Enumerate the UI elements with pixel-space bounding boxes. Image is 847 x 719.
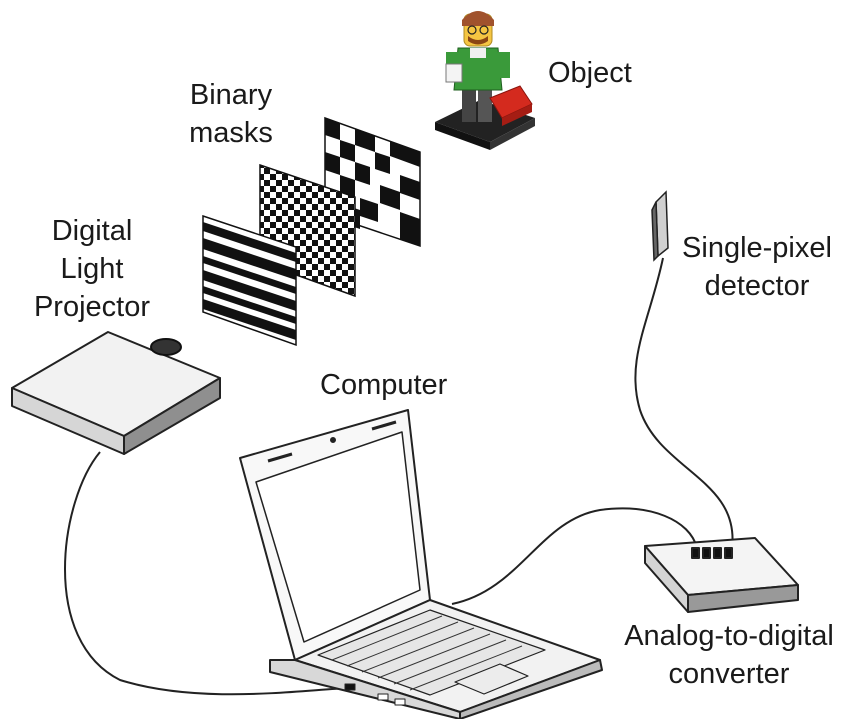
adc-line-1: Analog-to-digital: [624, 620, 834, 652]
analog-to-digital-converter: [644, 537, 799, 613]
projector-line-3: Projector: [33, 291, 151, 323]
detector-adc-cable: [634, 257, 734, 549]
adc-label: Analog-to-digital converter: [616, 617, 842, 693]
computer-label: Computer: [320, 369, 448, 401]
detector-label: Single-pixel detector: [672, 229, 842, 305]
binary-masks-label: Binary masks: [176, 76, 286, 152]
projector-line-2: Light: [60, 253, 124, 285]
binary-masks-line-1: Binary: [189, 79, 273, 111]
projector-cable: [64, 451, 351, 696]
projector-line-1: Digital: [51, 215, 133, 247]
single-pixel-detector: [651, 190, 669, 262]
detector-line-1: Single-pixel: [682, 232, 832, 264]
binary-masks: [202, 116, 421, 347]
detector-line-2: detector: [704, 270, 810, 302]
binary-masks-line-2: masks: [189, 117, 273, 149]
adc-line-2: converter: [668, 658, 790, 690]
projector-label: Digital Light Projector: [22, 212, 162, 326]
laptop-computer: [239, 409, 603, 719]
mask-stripes: [202, 214, 297, 347]
laptop-adc-cable: [451, 507, 698, 605]
digital-light-projector: [11, 331, 221, 455]
object-label: Object: [548, 57, 632, 89]
object-minifigure: [435, 11, 535, 150]
cables: [64, 257, 734, 696]
